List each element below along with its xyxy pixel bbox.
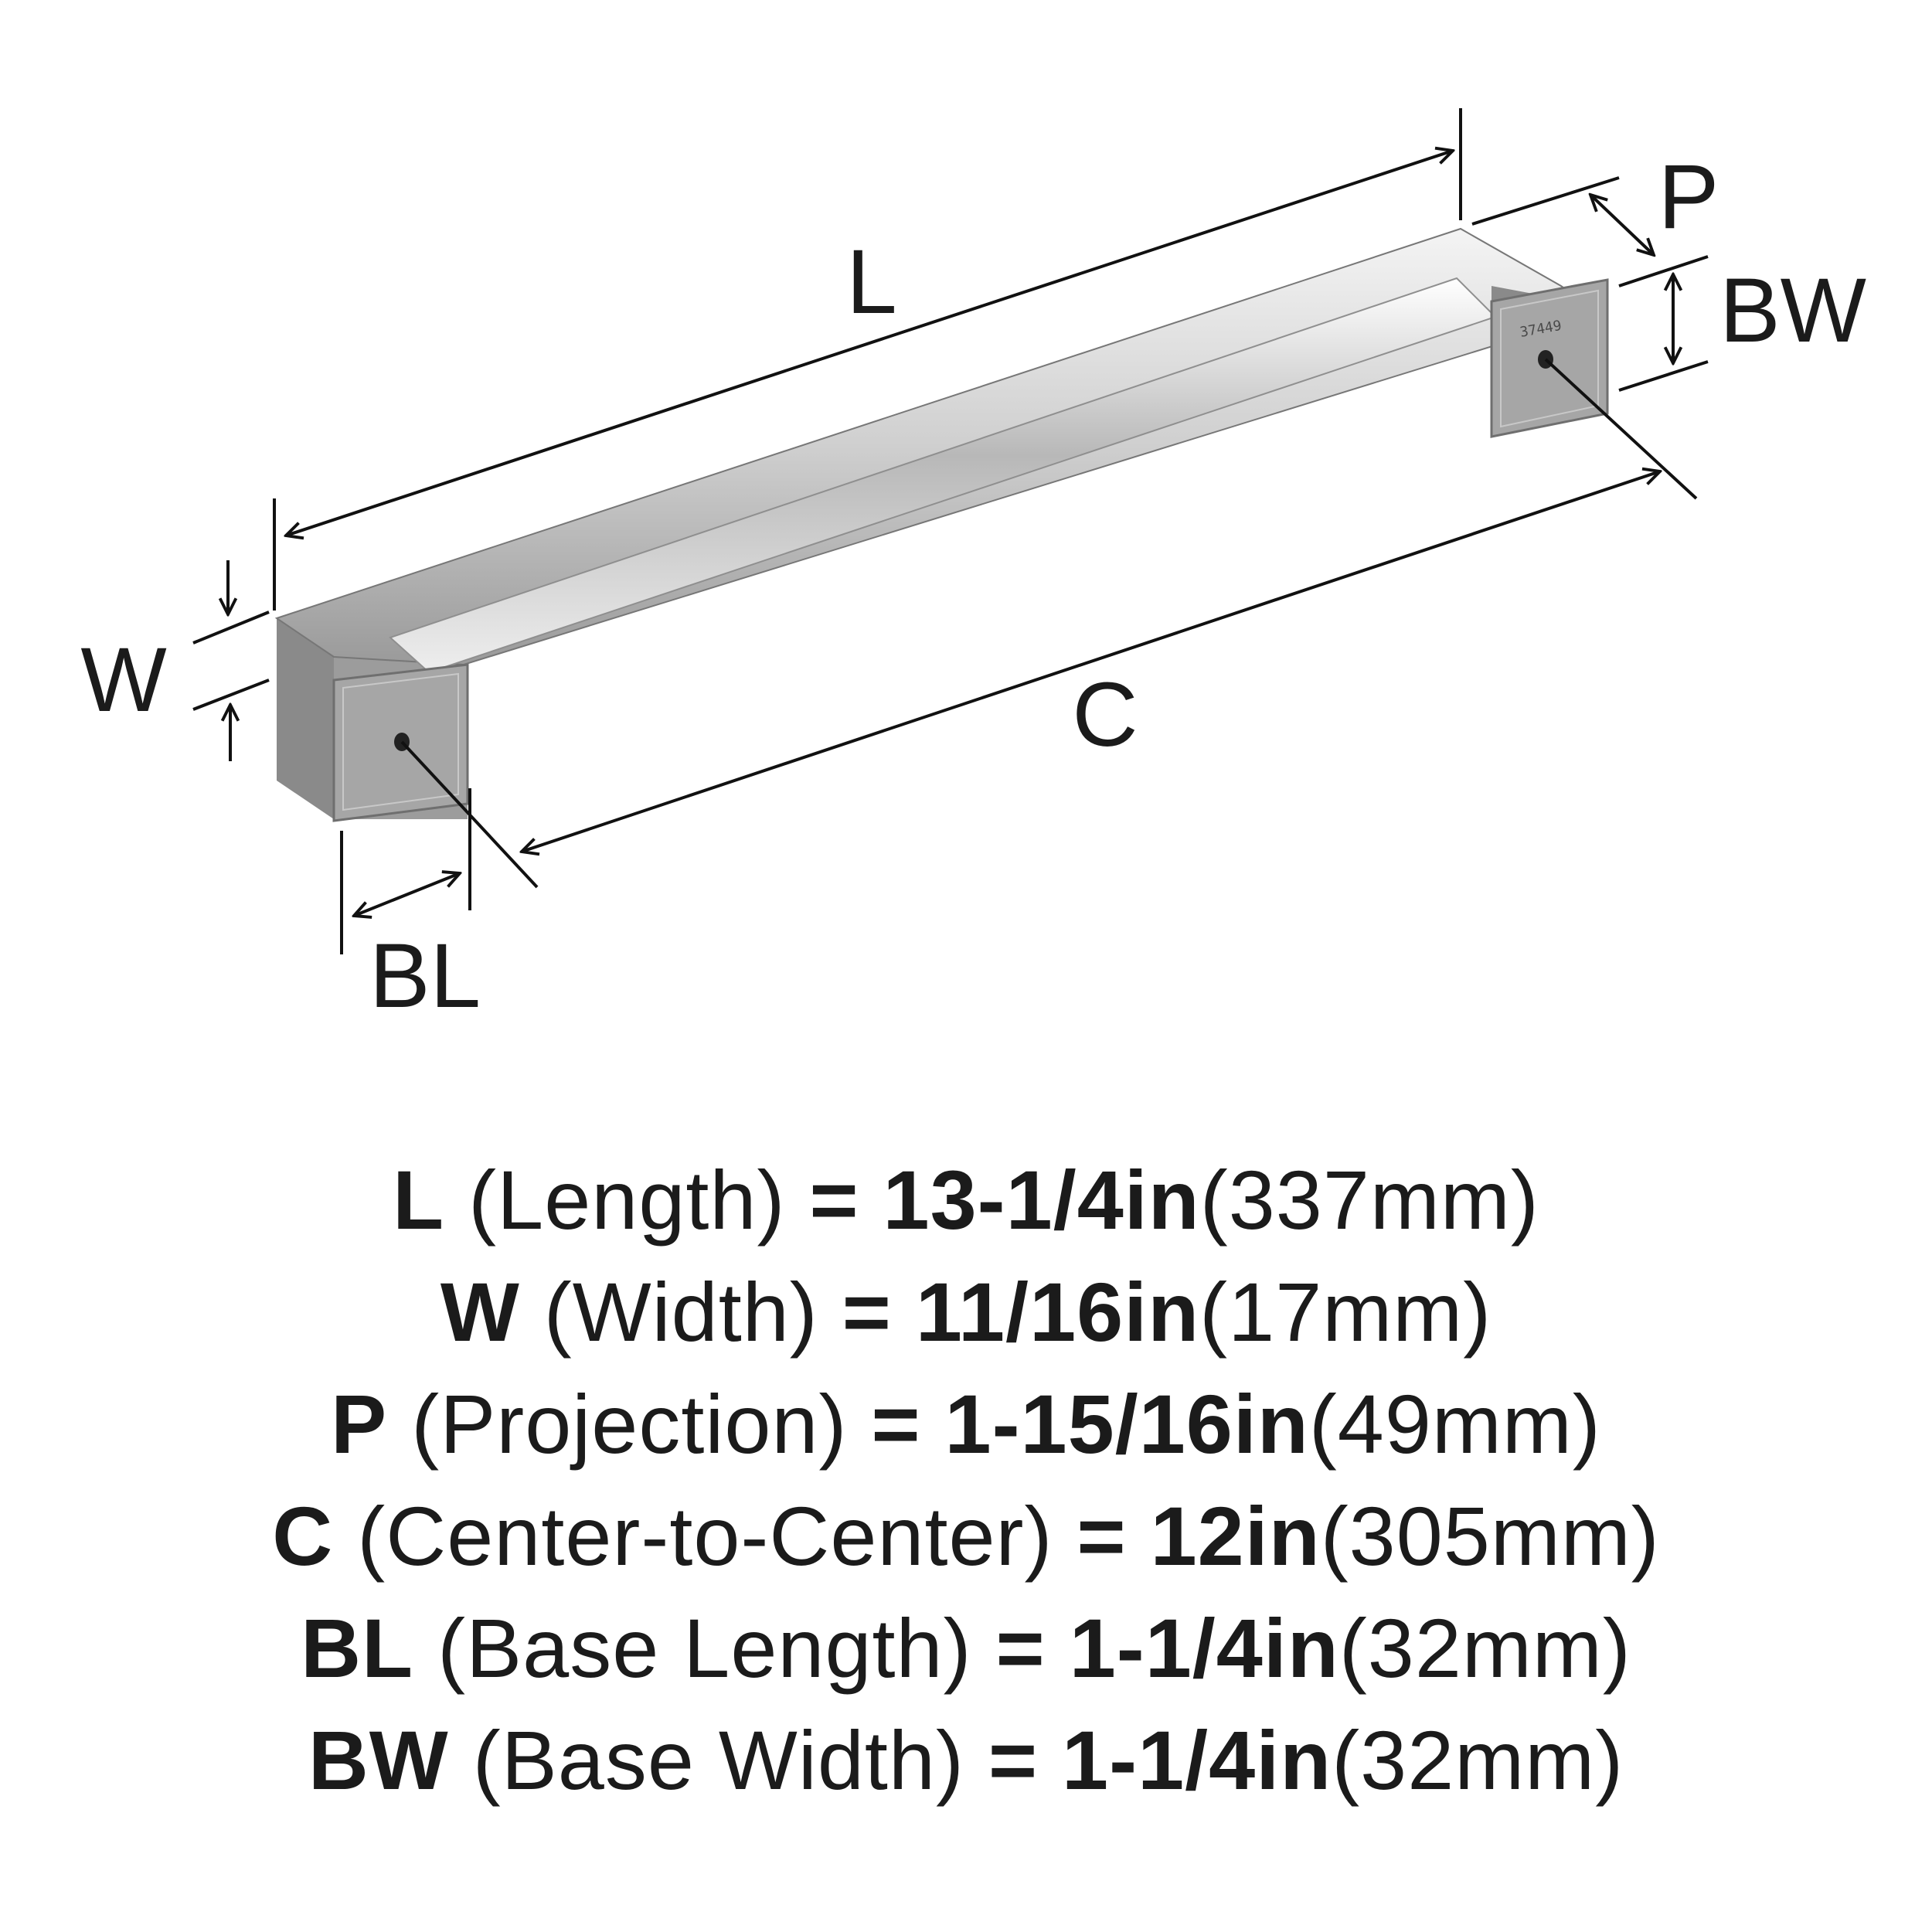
spec-equals: = [809, 1153, 859, 1247]
spec-row-projection: P (Projection) = 1-15/16in(49mm) [331, 1368, 1601, 1480]
P-extension-top [1471, 176, 1620, 226]
BW-extension-top [1618, 255, 1709, 287]
spec-name: (Base Width) [472, 1713, 964, 1807]
spec-equals: = [842, 1265, 892, 1359]
spec-name: (Base Length) [437, 1601, 972, 1695]
label-BW: BW [1719, 260, 1866, 362]
spec-metric: (305mm) [1320, 1489, 1660, 1583]
spec-equals: = [995, 1601, 1046, 1695]
spec-metric: (17mm) [1199, 1265, 1492, 1359]
spec-abbr: W [440, 1265, 520, 1359]
dimension-spec-list: L (Length) = 13-1/4in(337mm) W (Width) =… [0, 1144, 1932, 1816]
spec-metric: (49mm) [1308, 1377, 1601, 1471]
spec-name: (Projection) [411, 1377, 848, 1471]
BW-extension-bottom [1618, 360, 1709, 392]
handle-bar-top [274, 227, 1602, 666]
spec-equals: = [1077, 1489, 1127, 1583]
left-base-plate-inset [342, 672, 459, 811]
label-BL: BL [369, 925, 481, 1027]
C-dimension-arrow [522, 471, 1660, 852]
label-C: C [1072, 664, 1138, 766]
L-dimension-arrow [286, 151, 1453, 536]
spec-row-length: L (Length) = 13-1/4in(337mm) [393, 1144, 1539, 1256]
handle-bar-channel [389, 277, 1497, 674]
spec-abbr: C [272, 1489, 334, 1583]
label-L: L [846, 231, 897, 333]
right-base-plate-inset [1500, 289, 1599, 428]
P-dimension-arrow [1590, 195, 1654, 255]
spec-imperial: 13-1/4in [883, 1153, 1200, 1247]
spec-abbr: BL [301, 1601, 414, 1695]
spec-imperial: 1-15/16in [944, 1377, 1309, 1471]
spec-abbr: BW [308, 1713, 449, 1807]
spec-abbr: L [393, 1153, 445, 1247]
spec-imperial: 1-1/4in [1062, 1713, 1332, 1807]
spec-name: (Center-to-Center) [357, 1489, 1053, 1583]
spec-row-width: W (Width) = 11/16in(17mm) [440, 1256, 1492, 1368]
spec-equals: = [988, 1713, 1039, 1807]
spec-row-center-to-center: C (Center-to-Center) = 12in(305mm) [272, 1480, 1660, 1592]
spec-imperial: 12in [1150, 1489, 1321, 1583]
C-extension-right [1544, 358, 1698, 500]
spec-row-base-width: BW (Base Width) = 1-1/4in(32mm) [308, 1704, 1624, 1816]
spec-metric: (32mm) [1332, 1713, 1624, 1807]
spec-metric: (337mm) [1199, 1153, 1539, 1247]
label-W: W [80, 629, 166, 731]
handle-dimension-diagram: 37449 L C W BL P [80, 108, 1866, 1027]
label-P: P [1658, 146, 1719, 248]
spec-abbr: P [331, 1377, 388, 1471]
spec-imperial: 11/16in [915, 1265, 1200, 1359]
spec-name: (Length) [468, 1153, 786, 1247]
W-extension-bottom [192, 679, 270, 711]
left-leg-side [277, 618, 334, 819]
spec-row-base-length: BL (Base Length) = 1-1/4in(32mm) [301, 1592, 1631, 1704]
BL-dimension-arrow [354, 873, 460, 916]
W-extension-top [192, 611, 270, 645]
spec-metric: (32mm) [1338, 1601, 1631, 1695]
dimension-lines [192, 108, 1709, 954]
spec-name: (Width) [543, 1265, 818, 1359]
spec-equals: = [871, 1377, 921, 1471]
spec-imperial: 1-1/4in [1069, 1601, 1339, 1695]
